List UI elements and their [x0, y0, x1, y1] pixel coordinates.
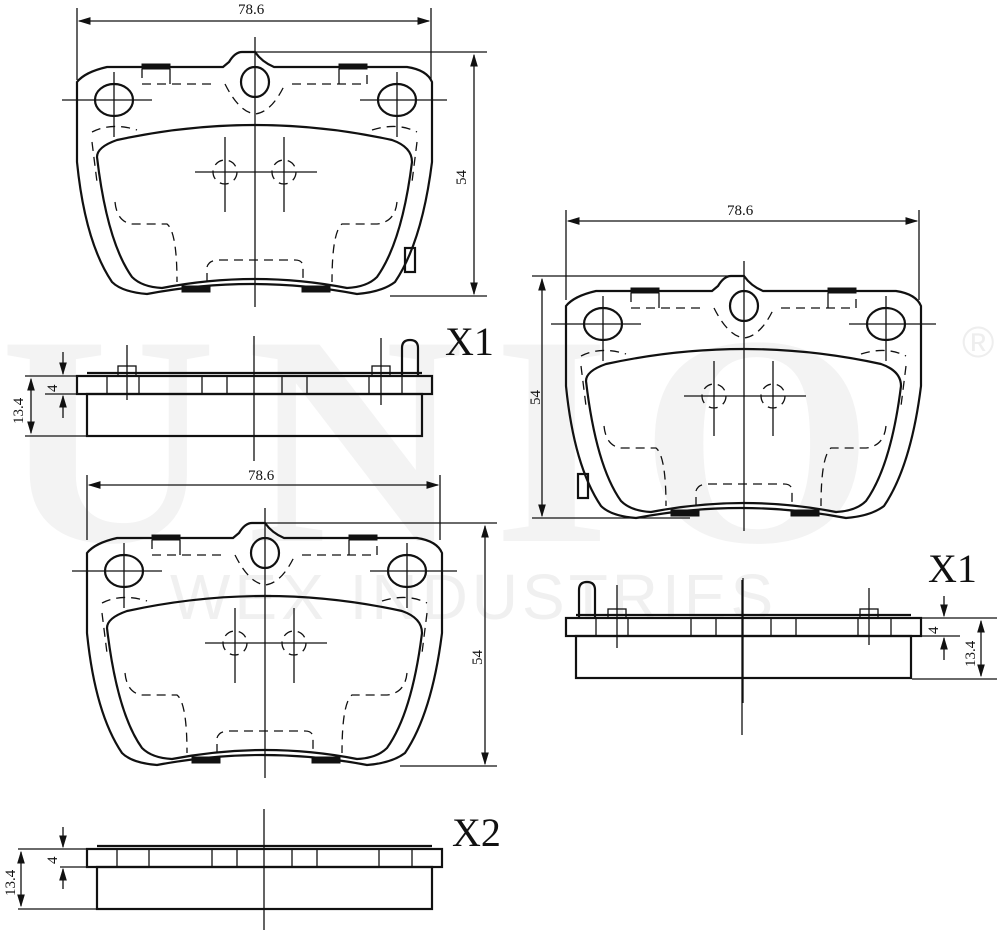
- height-dimension-label: 54: [454, 170, 470, 186]
- pad-face-view-2: 78.6 54: [528, 203, 938, 533]
- height-dimension-label: 54: [470, 650, 486, 666]
- total-thickness-label: 13.4: [963, 640, 979, 667]
- total-thickness-label: 13.4: [11, 397, 27, 424]
- pad-face-view-3: 78.6 54: [70, 468, 497, 780]
- backplate-thickness-label: 4: [926, 626, 942, 634]
- pad-side-view-2: 4 13.4 X1: [564, 546, 997, 735]
- height-dimension-label: 54: [528, 390, 544, 406]
- width-dimension-label: 78.6: [238, 2, 265, 18]
- pad-side-view-1: 13.4 4 X1: [11, 319, 494, 463]
- watermark-brand: UNIO: [0, 274, 904, 606]
- quantity-label: X2: [452, 810, 501, 855]
- total-thickness-label: 13.4: [3, 869, 19, 896]
- backplate-thickness-label: 4: [45, 856, 61, 864]
- wear-sensor-icon: [576, 472, 590, 500]
- pad-face-view-1: 78.6 54: [60, 2, 487, 309]
- wear-sensor-icon: [403, 246, 417, 274]
- quantity-label: X1: [928, 546, 977, 591]
- pad-side-view-3: 13.4 4 X2: [3, 807, 501, 930]
- quantity-label: X1: [445, 319, 494, 364]
- width-dimension-label: 78.6: [727, 203, 754, 219]
- backplate-thickness-label: 4: [45, 384, 61, 392]
- width-dimension-label: 78.6: [248, 468, 275, 484]
- watermark-registered-mark: ®: [962, 318, 995, 367]
